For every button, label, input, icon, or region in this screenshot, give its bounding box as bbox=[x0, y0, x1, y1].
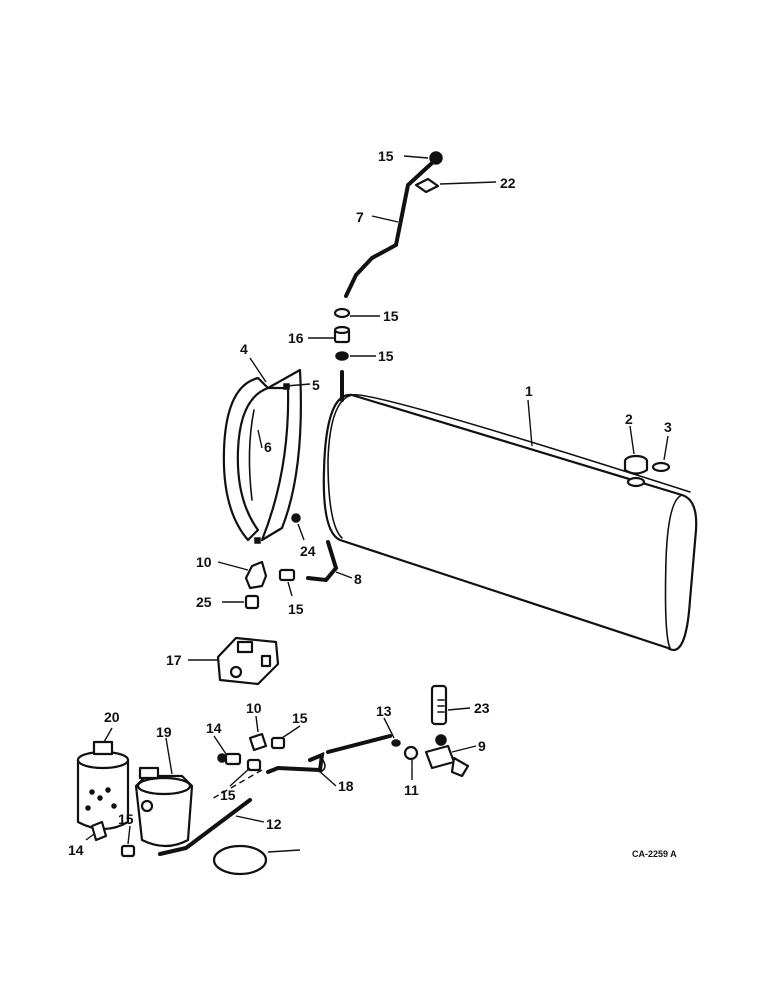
fitting-15-lower bbox=[120, 844, 136, 858]
callout-5: 5 bbox=[312, 377, 320, 393]
lower-fittings bbox=[217, 732, 286, 772]
return-line bbox=[266, 734, 392, 774]
gasket-ring bbox=[212, 844, 268, 876]
drawing-code: CA-2259 A bbox=[632, 849, 677, 859]
callout-12: 13 bbox=[376, 703, 392, 719]
callout-13: 12 bbox=[266, 816, 282, 832]
callout-15-top: 15 bbox=[378, 148, 394, 164]
elbow-fittings-upper bbox=[244, 560, 296, 610]
filter-element bbox=[76, 740, 130, 831]
fitting-12 bbox=[391, 739, 401, 747]
filler-cap bbox=[623, 454, 649, 488]
callout-22: 23 bbox=[474, 700, 490, 716]
callout-1: 1 bbox=[525, 383, 533, 399]
shutoff-valve bbox=[424, 734, 470, 778]
fuel-tank bbox=[322, 393, 698, 651]
callout-20: 20 bbox=[104, 709, 120, 725]
fuel-pump-block bbox=[216, 636, 280, 686]
callout-10-a: 10 bbox=[196, 554, 212, 570]
callout-11: 11 bbox=[404, 782, 419, 798]
lower-line-path bbox=[209, 769, 263, 801]
callout-15-a: 15 bbox=[383, 308, 399, 324]
callout-18: 18 bbox=[338, 778, 354, 794]
callout-3: 3 bbox=[664, 419, 672, 435]
outlet-line bbox=[306, 540, 339, 583]
callout-14-a: 14 bbox=[206, 720, 222, 736]
filler-gasket bbox=[651, 461, 671, 473]
callout-14-b: 14 bbox=[68, 842, 84, 858]
fitting-14-lower bbox=[90, 820, 108, 842]
return-line-loop bbox=[319, 755, 326, 773]
fuel-line-upper bbox=[344, 151, 443, 298]
callout-15-b: 15 bbox=[378, 348, 394, 364]
callout-10-b: 10 bbox=[246, 700, 262, 716]
leader-lines bbox=[85, 155, 669, 853]
callout-23: 24 bbox=[300, 543, 316, 559]
fitting-11 bbox=[403, 745, 419, 761]
callout-15-f: 15 bbox=[118, 811, 134, 827]
callout-15-c: 15 bbox=[288, 601, 304, 617]
callout-7: 7 bbox=[356, 209, 364, 225]
callout-19: 19 bbox=[156, 724, 172, 740]
callout-15-d: 15 bbox=[292, 710, 308, 726]
lower-line bbox=[158, 798, 252, 856]
callout-24: 25 bbox=[196, 594, 212, 610]
callout-17: 17 bbox=[166, 652, 182, 668]
callout-21: 22 bbox=[500, 175, 516, 191]
callout-4: 4 bbox=[240, 341, 248, 357]
filter-housing bbox=[134, 766, 194, 848]
fitting-stack bbox=[333, 307, 351, 402]
sediment-bowl bbox=[430, 684, 448, 726]
callout-2: 2 bbox=[625, 411, 633, 427]
callout-16: 16 bbox=[288, 330, 304, 346]
callout-15-e: 15 bbox=[220, 787, 236, 803]
callout-labels: 15 22 7 15 16 15 4 5 6 1 2 3 24 8 10 25 … bbox=[68, 148, 677, 859]
tank-strap-assembly bbox=[222, 368, 302, 544]
callout-6: 6 bbox=[264, 439, 272, 455]
callout-8: 8 bbox=[354, 571, 362, 587]
callout-9: 9 bbox=[478, 738, 486, 754]
